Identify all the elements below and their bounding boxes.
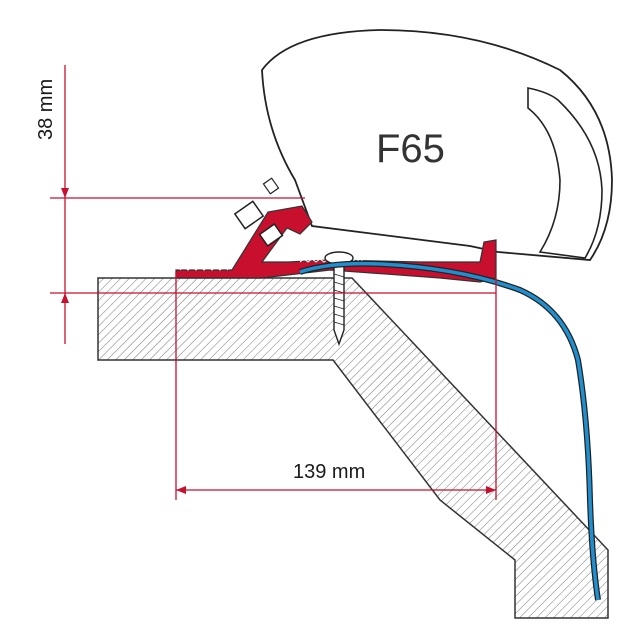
bolt-icon [233,177,284,247]
model-label: F65 [376,127,445,171]
width-dimension [175,272,497,500]
mounting-bracket [175,205,497,283]
roof-section [97,277,609,619]
screw-icon [324,251,354,347]
height-dimension-label: 38 mm [35,79,57,140]
width-dimension-label: 139 mm [293,461,365,483]
awning-housing: F65 [261,29,613,261]
housing-front-cover [527,87,603,259]
sealing-strip [299,260,601,601]
height-dimension [50,65,496,344]
